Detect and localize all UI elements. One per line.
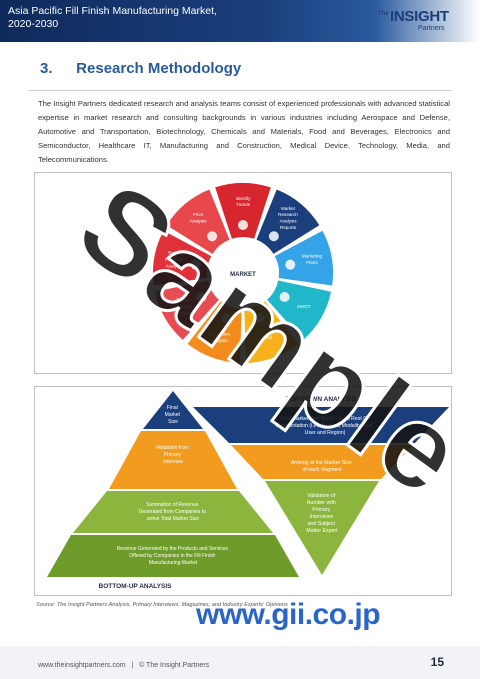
report-title-line2: 2020-2030	[8, 18, 59, 30]
wheel-segment-icon	[279, 292, 290, 302]
gii-watermark: www.gii.co.jp	[196, 598, 381, 631]
top-down-step-3-label: Validation of Number with Primary Interv…	[306, 493, 338, 534]
logo-insight: INSIGHT	[390, 8, 449, 25]
top-down-step-1	[193, 407, 449, 443]
footer-copyright: © The Insight Partners	[139, 662, 210, 669]
insight-partners-logo: The INSIGHT Partners	[378, 8, 470, 36]
wheel-segment-icon	[268, 231, 279, 242]
wheel-center	[209, 239, 277, 307]
top-down-step-3	[265, 481, 379, 575]
wheel-segment-icon	[221, 313, 232, 324]
wheel-segment-icon	[196, 292, 207, 302]
analysis-pyramids-panel: TOP-DOWN ANALYSIS Final Market Size Brea…	[34, 386, 452, 596]
bottom-up-step-1-label: Final Market Size	[165, 405, 182, 425]
top-down-title: TOP-DOWN ANALYSIS	[286, 396, 356, 403]
bottom-up-title: BOTTOM-UP ANALYSIS	[99, 583, 173, 590]
section-number: 3.	[40, 60, 53, 77]
wheel-segment-icon	[238, 220, 248, 230]
intro-paragraph: The Insight Partners dedicated research …	[38, 99, 450, 164]
wheel-segment-icon	[207, 231, 218, 242]
bottom-up-step-2-label: Validation from Primary Interview	[156, 445, 190, 465]
wheel-segment-icon	[285, 259, 296, 270]
bottom-up-step-2	[109, 431, 237, 489]
bottom-up-step-3-label: Summation of Revenue Generated from Comp…	[139, 502, 208, 522]
logo-the: The	[378, 11, 389, 17]
footer-text: www.theinsightpartners.com | © The Insig…	[38, 662, 209, 669]
page-number: 15	[430, 655, 444, 669]
source-note: Source: The Insight Partners Analysis, P…	[36, 602, 288, 608]
wheel-segment	[274, 230, 333, 286]
logo-partners: Partners	[418, 25, 445, 32]
wheel-segment-label: Final	[262, 335, 272, 340]
footer-separator: |	[131, 662, 134, 669]
report-title: Asia Pacific Fill Finish Manufacturing M…	[8, 5, 308, 31]
wheel-segment-label: SWOT	[297, 304, 311, 309]
wheel-segment	[153, 230, 212, 286]
top-down-step-1-label: Final Market Size Break Up To Rest Of Se…	[276, 416, 374, 436]
wheel-segment-icon	[190, 259, 201, 270]
top-down-step-2-label: Arriving at the Market Size of each Segm…	[291, 460, 353, 473]
heading-divider	[28, 90, 452, 91]
wheel-segment	[215, 183, 271, 239]
report-title-line1: Asia Pacific Fill Finish Manufacturing M…	[8, 5, 217, 17]
top-down-step-2	[231, 445, 413, 479]
bottom-up-step-4	[47, 535, 299, 577]
analysis-pyramids: TOP-DOWN ANALYSIS Final Market Size Brea…	[47, 391, 449, 590]
wheel-segment-icon	[254, 313, 265, 324]
report-header: Asia Pacific Fill Finish Manufacturing M…	[0, 0, 480, 42]
footer-site[interactable]: www.theinsightpartners.com	[38, 662, 126, 669]
bottom-up-step-4-label: Revenue Generated by the Products and Se…	[117, 546, 230, 566]
bottom-up-step-1	[143, 391, 203, 429]
section-heading: 3. Research Methodology	[40, 60, 241, 77]
section-title: Research Methodology	[76, 60, 242, 77]
footer-bar	[0, 646, 480, 679]
bottom-up-step-3	[73, 491, 273, 533]
wheel-center-label: MARKET	[230, 272, 256, 278]
